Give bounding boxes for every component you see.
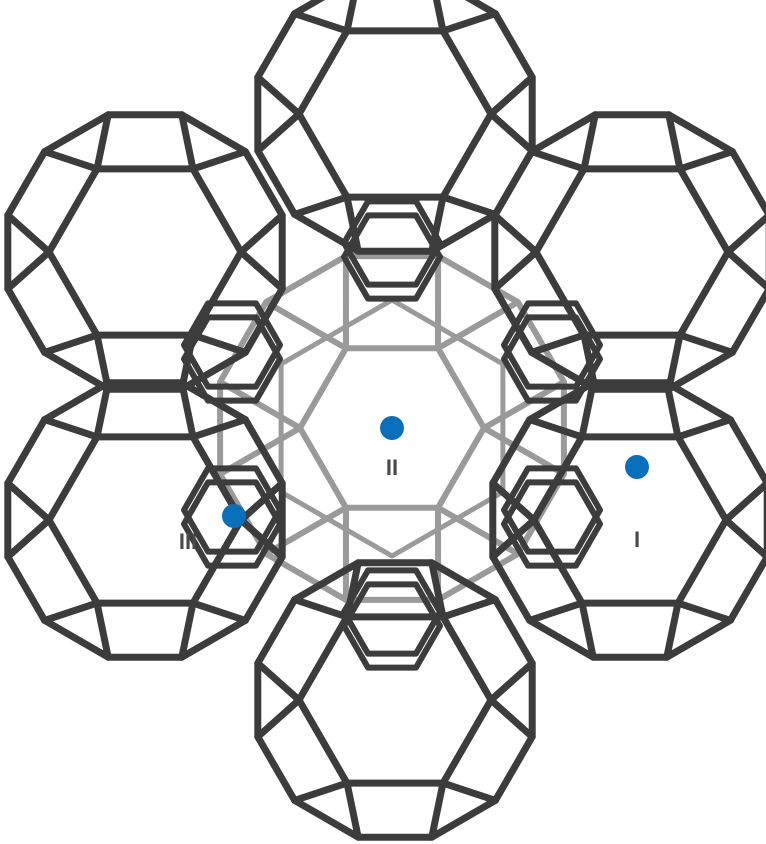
sodalite-cage-2-spoke — [728, 215, 766, 252]
sodalite-cage-1-spoke — [432, 0, 443, 31]
sodalite-cage-3-spoke — [726, 483, 766, 520]
sodalite-cage-5-inner-hexagon — [49, 437, 241, 603]
site-label-II: II — [386, 455, 398, 480]
sodalite-cage-1-spoke — [258, 114, 299, 151]
sodalite-cage-4-inner-hexagon — [299, 617, 491, 783]
sodalite-cage-6-spoke — [193, 335, 245, 352]
sodalite-cage-4-spoke — [491, 700, 532, 737]
sodalite-cage-5-spoke — [8, 483, 49, 520]
sodalite-cage-6-spoke — [8, 252, 49, 289]
sodalite-cage-4-spoke — [295, 600, 347, 617]
sodalite-cage-1-spoke — [295, 14, 347, 31]
sodalite-cage-1-spoke — [347, 0, 358, 31]
sodalite-cage-2-spoke — [495, 252, 536, 289]
sodalite-cage-1-spoke — [295, 197, 347, 214]
sodalite-cage-3-spoke — [678, 603, 730, 620]
sodalite-cage-1-spoke — [491, 114, 532, 151]
sodalite-cage-3-spoke — [678, 420, 730, 437]
sodalite-cage-1-spoke — [258, 77, 299, 114]
sodalite-cage-4-spoke — [491, 663, 532, 700]
sodalite-cage-4-spoke — [443, 600, 495, 617]
sodalite-cage-2-inner-hexagon — [536, 169, 728, 335]
site-I-marker — [625, 455, 649, 479]
sodalite-cage-6-spoke — [8, 215, 49, 252]
site-III-marker — [222, 504, 246, 528]
sodalite-cage-4-spoke — [443, 783, 495, 800]
sodalite-cage-6-spoke — [193, 152, 245, 169]
sodalite-cage-2-spoke — [495, 215, 536, 252]
sodalite-cage-2-spoke — [728, 252, 766, 289]
sodalite-cage-4-spoke — [258, 663, 299, 700]
sodalite-cage-1-spoke — [443, 197, 495, 214]
sodalite-cage-1-spoke — [443, 14, 495, 31]
site-II-marker — [380, 416, 404, 440]
sodalite-cage-2-spoke — [680, 335, 732, 352]
sodalite-cage-5-spoke — [8, 520, 49, 557]
sodalite-cage-6-spoke — [45, 335, 97, 352]
sodalite-cage-6-inner-hexagon — [49, 169, 241, 335]
site-label-I: I — [634, 527, 640, 552]
sodalite-cage-3-spoke — [530, 603, 582, 620]
sodalite-cage-3-spoke — [530, 420, 582, 437]
sodalite-cage-5-spoke — [45, 603, 97, 620]
sodalite-cage-6-spoke — [241, 252, 282, 289]
sodalite-cage-2-spoke — [680, 152, 732, 169]
sodalite-cage-2-spoke — [532, 152, 584, 169]
sodalite-cage-5-spoke — [193, 603, 245, 620]
sodalite-cage-6-spoke — [45, 152, 97, 169]
sodalite-cage-3-spoke — [726, 520, 766, 557]
sodalite-cage-6-spoke — [241, 215, 282, 252]
sodalite-cage-5-spoke — [45, 420, 97, 437]
sodalite-cage-1-spoke — [491, 77, 532, 114]
sodalite-cage-4-spoke — [258, 700, 299, 737]
sodalite-cage-1-inner-hexagon — [299, 31, 491, 197]
site-label-III: III — [179, 529, 197, 554]
sodalite-cage-4-spoke — [295, 783, 347, 800]
